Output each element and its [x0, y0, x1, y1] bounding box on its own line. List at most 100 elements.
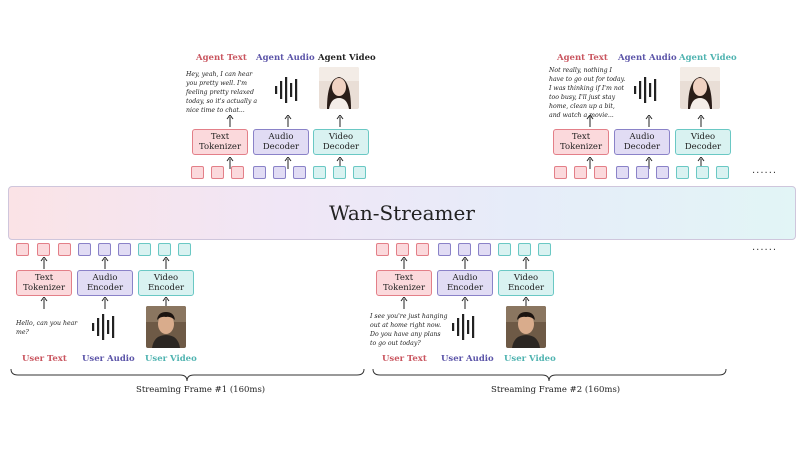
agent-video-label: Agent Video	[318, 53, 376, 63]
text-token	[191, 166, 204, 179]
model-name: Wan-Streamer	[329, 201, 475, 225]
text-tokenizer-box: Text Tokenizer	[553, 129, 609, 155]
agent-text-quote: Not really, nothing I have to go out for…	[549, 67, 626, 119]
audio-token	[118, 243, 131, 256]
video-token	[353, 166, 366, 179]
video-token	[716, 166, 729, 179]
text-token	[211, 166, 224, 179]
audio-token	[616, 166, 629, 179]
agent-audio-label: Agent Audio	[256, 53, 315, 63]
arrow-up-icon	[645, 157, 653, 169]
continuation-ellipsis: ......	[752, 165, 778, 176]
agent-audio-label: Agent Audio	[618, 53, 677, 63]
user-video-frame-image	[146, 306, 186, 348]
frame-1-label: Streaming Frame #1 (160ms)	[136, 385, 266, 395]
audio-token	[253, 166, 266, 179]
arrow-up-icon	[586, 115, 594, 127]
user-audio-label: User Audio	[441, 354, 494, 364]
arrow-up-icon	[40, 297, 48, 309]
audio-token	[636, 166, 649, 179]
audio-decoder-box: Audio Decoder	[253, 129, 309, 155]
frame-1-brace	[10, 368, 365, 382]
audio-encoder-box: Audio Encoder	[437, 270, 493, 296]
text-token	[16, 243, 29, 256]
video-token	[538, 243, 551, 256]
text-token	[594, 166, 607, 179]
video-token	[178, 243, 191, 256]
user-audio-label: User Audio	[82, 354, 135, 364]
arrow-up-icon	[226, 115, 234, 127]
video-token	[333, 166, 346, 179]
text-token	[554, 166, 567, 179]
user-text-quote: Hello, can you hear me?	[16, 320, 78, 336]
frame-2-label: Streaming Frame #2 (160ms)	[491, 385, 621, 395]
video-encoder-box: Video Encoder	[138, 270, 194, 296]
arrow-up-icon	[336, 115, 344, 127]
audio-waveform-icon	[634, 77, 657, 103]
video-token	[498, 243, 511, 256]
video-decoder-box: Video Decoder	[675, 129, 731, 155]
text-token	[396, 243, 409, 256]
text-tokenizer-box: Text Tokenizer	[16, 270, 72, 296]
audio-token	[293, 166, 306, 179]
agent-text-quote: Hey, yeah, I can hear you pretty well. I…	[186, 71, 258, 114]
text-tokenizer-box: Text Tokenizer	[376, 270, 432, 296]
arrow-up-icon	[586, 157, 594, 169]
arrow-up-icon	[284, 157, 292, 169]
audio-waveform-icon	[92, 314, 115, 340]
audio-token	[98, 243, 111, 256]
audio-token	[438, 243, 451, 256]
agent-video-frame-image	[319, 67, 359, 109]
arrow-up-icon	[400, 257, 408, 269]
video-token	[676, 166, 689, 179]
frame-2-brace	[372, 368, 727, 382]
arrow-up-icon	[101, 297, 109, 309]
user-video-label: User Video	[504, 354, 556, 364]
user-text-label: User Text	[22, 354, 67, 364]
agent-text-label: Agent Text	[557, 53, 608, 63]
audio-decoder-box: Audio Decoder	[614, 129, 670, 155]
audio-token	[78, 243, 91, 256]
audio-token	[656, 166, 669, 179]
continuation-ellipsis: ......	[752, 242, 778, 253]
text-token	[37, 243, 50, 256]
video-encoder-box: Video Encoder	[498, 270, 554, 296]
arrow-up-icon	[697, 115, 705, 127]
user-text-quote: I see you're just hanging out at home ri…	[370, 313, 448, 347]
arrow-up-icon	[284, 115, 292, 127]
text-token	[231, 166, 244, 179]
text-token	[58, 243, 71, 256]
arrow-up-icon	[522, 257, 530, 269]
audio-encoder-box: Audio Encoder	[77, 270, 133, 296]
audio-token	[478, 243, 491, 256]
audio-token	[273, 166, 286, 179]
wan-streamer-model-bar: Wan-Streamer	[8, 186, 796, 240]
video-token	[158, 243, 171, 256]
audio-waveform-icon	[275, 77, 298, 103]
agent-video-label: Agent Video	[679, 53, 737, 63]
arrow-up-icon	[645, 115, 653, 127]
user-video-frame-image	[506, 306, 546, 348]
video-decoder-box: Video Decoder	[313, 129, 369, 155]
video-token	[518, 243, 531, 256]
text-token	[574, 166, 587, 179]
arrow-up-icon	[162, 257, 170, 269]
arrow-up-icon	[40, 257, 48, 269]
arrow-up-icon	[461, 257, 469, 269]
arrow-up-icon	[226, 157, 234, 169]
user-text-label: User Text	[382, 354, 427, 364]
text-token	[416, 243, 429, 256]
video-token	[696, 166, 709, 179]
text-token	[376, 243, 389, 256]
video-token	[138, 243, 151, 256]
text-tokenizer-box: Text Tokenizer	[192, 129, 248, 155]
arrow-up-icon	[400, 297, 408, 309]
video-token	[313, 166, 326, 179]
audio-token	[458, 243, 471, 256]
agent-video-frame-image	[680, 67, 720, 109]
arrow-up-icon	[461, 297, 469, 309]
audio-waveform-icon	[452, 314, 475, 340]
arrow-up-icon	[101, 257, 109, 269]
user-video-label: User Video	[145, 354, 197, 364]
